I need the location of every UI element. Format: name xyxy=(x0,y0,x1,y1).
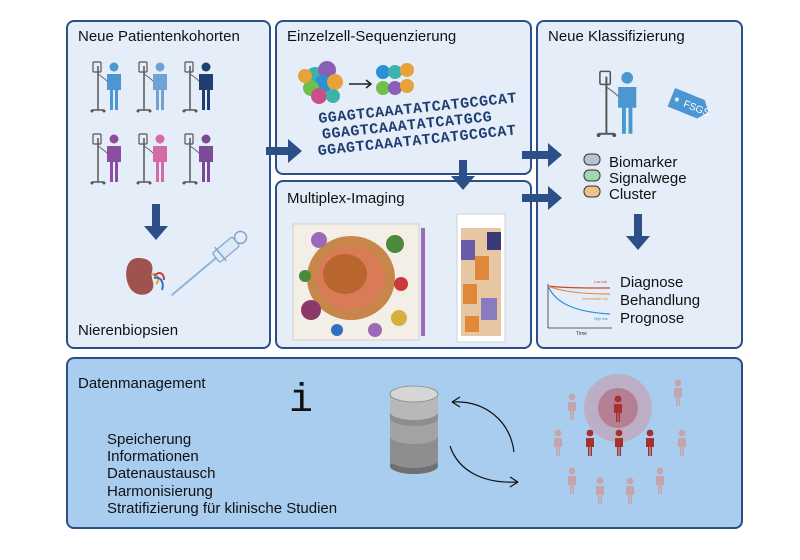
sorted-cells-icon xyxy=(376,63,414,95)
legend-biomarker: Biomarker xyxy=(609,154,678,171)
data-item-2: Informationen xyxy=(107,448,199,465)
sequencing-title: Einzelzell-Sequenzierung xyxy=(287,28,457,45)
data-item-1: Speicherung xyxy=(107,431,192,448)
database-icon xyxy=(389,385,439,474)
cohorts-panel xyxy=(66,20,271,349)
legend-signalwege: Signalwege xyxy=(609,170,687,187)
cell-clusters xyxy=(298,61,414,104)
exchange-arrow-bottom-icon xyxy=(449,445,519,483)
arrow-right-icon xyxy=(349,79,373,89)
survival-x-label: Time xyxy=(576,331,587,337)
person-icon-grey-7 xyxy=(626,477,634,504)
mixed-cells-icon xyxy=(298,61,343,104)
imaging-tissue xyxy=(292,213,506,343)
cohorts-footer: Nierenbiopsien xyxy=(78,322,179,339)
arrow-sequencing-to-classification-icon xyxy=(522,143,562,167)
down-arrow-icon xyxy=(144,204,168,240)
person-icon-red-3 xyxy=(646,429,654,456)
data-item-3: Datenaustausch xyxy=(107,465,216,482)
fsgs-tag-icon: FSGS xyxy=(667,87,711,119)
person-icon-grey-1 xyxy=(568,393,576,420)
info-icon: i xyxy=(289,379,314,424)
survival-curve: Low risk Intermediate risk High risk Tim… xyxy=(547,280,612,337)
tissue-image-icon xyxy=(299,232,408,337)
person-icon-grey-3 xyxy=(554,429,562,456)
person-icon-grey-2 xyxy=(674,379,682,406)
classification-graphics: FSGS Low risk Intermediate risk High ris… xyxy=(547,70,711,337)
outcome-behandlung: Behandlung xyxy=(620,292,701,309)
data-item-5: Stratifizierung für klinische Studien xyxy=(107,500,338,517)
survival-label-high: High risk xyxy=(594,317,608,321)
patient-icons xyxy=(89,61,248,297)
cluster-icon xyxy=(583,185,601,198)
arrow-cohorts-to-sequencing-icon xyxy=(266,139,302,163)
dna-sequence-lines: GGAGTCAAATATCATGCGCAT GGAGTCAAATATCATGCG… xyxy=(317,90,518,160)
person-icon-grey-6 xyxy=(596,477,604,504)
outcome-diagnose: Diagnose xyxy=(620,274,684,291)
data-item-4: Harmonisierung xyxy=(107,483,213,500)
legend-icons xyxy=(583,153,601,198)
legend-cluster: Cluster xyxy=(609,186,657,203)
signalwege-icon xyxy=(583,169,601,182)
biomarker-icon xyxy=(583,153,601,166)
color-scale xyxy=(421,228,425,336)
classification-panel xyxy=(536,20,743,349)
person-icon-grey-4 xyxy=(678,429,686,456)
person-icon-red-1 xyxy=(586,429,594,456)
person-icon-grey-5 xyxy=(568,467,576,494)
survival-label-mid: Intermediate risk xyxy=(582,297,608,301)
person-icon-grey-8 xyxy=(656,467,664,494)
down-arrow-icon xyxy=(626,214,650,250)
imaging-title: Multiplex-Imaging xyxy=(287,190,405,207)
classification-title: Neue Klassifizierung xyxy=(548,28,685,45)
person-icon-red-2 xyxy=(615,429,623,456)
exchange-arrow-top-icon xyxy=(451,401,515,453)
data-title: Datenmanagement xyxy=(78,375,206,392)
stratification-network xyxy=(554,374,686,504)
outcome-prognose: Prognose xyxy=(620,310,685,327)
biopsy-needle-icon xyxy=(170,230,248,297)
arrow-imaging-to-classification-icon xyxy=(522,186,562,210)
heatmap-icon xyxy=(461,228,501,336)
kidney-icon xyxy=(126,258,165,295)
survival-label-low: Low risk xyxy=(594,280,607,284)
arrow-sequencing-to-imaging-icon xyxy=(451,160,475,190)
cohorts-title: Neue Patientenkohorten xyxy=(78,28,240,45)
